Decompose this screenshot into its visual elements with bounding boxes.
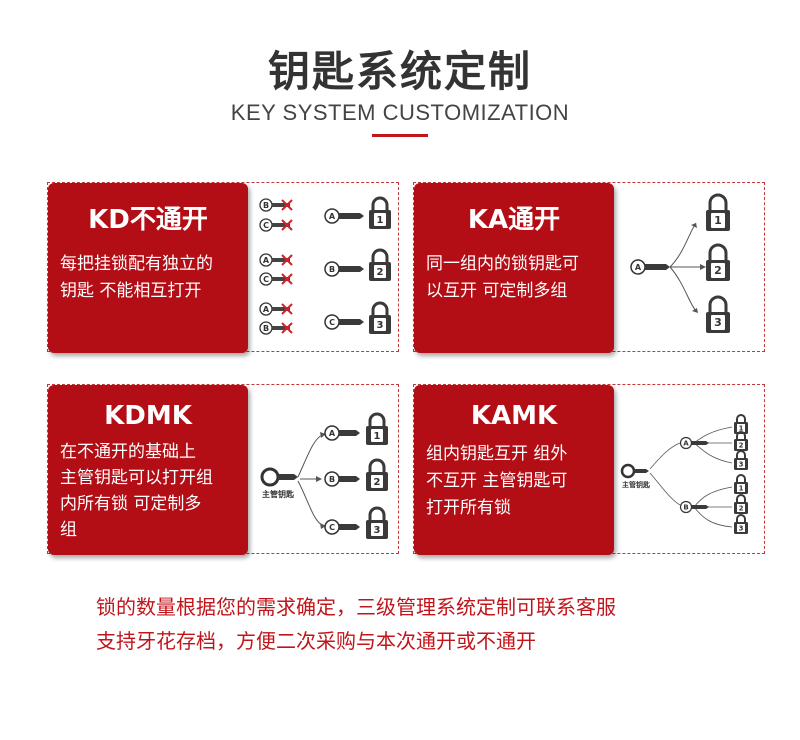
- kdmk-description: 在不通开的基础上 主管钥匙可以打开组 内所有锁 可定制多 组: [60, 442, 213, 540]
- svg-text:2: 2: [739, 442, 744, 450]
- svg-text:1: 1: [739, 485, 744, 493]
- svg-text:A: A: [329, 429, 336, 438]
- svg-text:A: A: [263, 305, 270, 314]
- kdmk-diagram: 主管钥匙 A 1: [260, 412, 388, 539]
- svg-text:A: A: [635, 263, 642, 272]
- lock-1-icon: 1: [734, 414, 748, 434]
- kamk-title: KAMK: [470, 401, 558, 431]
- footer-line-1: 锁的数量根据您的需求确定，三级管理系统定制可联系客服: [96, 595, 616, 619]
- master-key-label: 主管钥匙: [622, 480, 651, 489]
- card-kd: KD不通开 每把挂锁配有独立的 钥匙 不能相互打开 B C: [47, 182, 399, 353]
- lock-1-icon: 1: [369, 196, 391, 229]
- footer-note: 锁的数量根据您的需求确定，三级管理系统定制可联系客服 支持牙花存档，方便二次采购…: [96, 590, 776, 658]
- svg-text:C: C: [329, 318, 335, 327]
- svg-text:2: 2: [739, 505, 744, 513]
- key-c-icon: C: [324, 519, 360, 535]
- lock-3-icon: 3: [734, 450, 748, 470]
- svg-text:A: A: [683, 440, 689, 448]
- svg-text:2: 2: [374, 477, 381, 488]
- svg-text:B: B: [263, 201, 269, 210]
- crossed-key-a-icon: A: [259, 253, 293, 267]
- key-a-icon: A: [630, 259, 670, 275]
- lock-2-icon: 2: [734, 494, 748, 514]
- ka-description: 同一组内的锁钥匙可 以互开 可定制多组: [426, 254, 579, 301]
- key-a-icon: A: [324, 425, 360, 441]
- svg-text:B: B: [329, 475, 335, 484]
- card-ka: KA通开 同一组内的锁钥匙可 以互开 可定制多组 A: [413, 182, 765, 353]
- footer-line-2: 支持牙花存档，方便二次采购与本次通开或不通开: [96, 629, 536, 653]
- master-key-icon: 主管钥匙: [260, 467, 298, 499]
- key-a-icon: A: [324, 208, 364, 224]
- kdmk-panel: KDMK 在不通开的基础上 主管钥匙可以打开组 内所有锁 可定制多 组: [48, 385, 248, 555]
- lock-2-icon: 2: [366, 458, 388, 491]
- svg-text:3: 3: [739, 525, 744, 533]
- kdmk-title: KDMK: [104, 401, 192, 431]
- svg-text:2: 2: [377, 267, 384, 278]
- master-key-label: 主管钥匙: [262, 489, 295, 499]
- svg-text:C: C: [329, 523, 335, 532]
- key-a-icon: A: [679, 436, 709, 450]
- key-b-icon: B: [324, 261, 364, 277]
- key-b-icon: B: [679, 500, 709, 514]
- ka-title: KA通开: [467, 205, 561, 235]
- key-c-icon: C: [324, 314, 364, 330]
- kd-diagram: B C A 1: [259, 196, 391, 335]
- svg-text:B: B: [683, 504, 688, 512]
- lock-1-icon: 1: [366, 412, 388, 445]
- svg-text:1: 1: [714, 214, 722, 227]
- key-b-icon: B: [324, 471, 360, 487]
- svg-text:B: B: [329, 265, 335, 274]
- lock-1-icon: 1: [734, 474, 748, 494]
- svg-text:C: C: [263, 275, 269, 284]
- kamk-panel: KAMK 组内钥匙互开 组外 不互开 主管钥匙可 打开所有锁: [414, 385, 614, 555]
- svg-text:C: C: [263, 221, 269, 230]
- lock-2-icon: 2: [734, 431, 748, 451]
- kd-panel: KD不通开 每把挂锁配有独立的 钥匙 不能相互打开: [48, 183, 248, 353]
- svg-text:B: B: [263, 324, 269, 333]
- svg-text:2: 2: [714, 264, 722, 277]
- crossed-key-b-icon: B: [259, 198, 293, 212]
- svg-text:1: 1: [377, 215, 384, 226]
- ka-diagram: A 1 2: [630, 193, 730, 333]
- svg-text:1: 1: [739, 425, 744, 433]
- crossed-key-c-icon: C: [259, 218, 293, 232]
- svg-text:3: 3: [374, 525, 381, 536]
- page-subtitle: KEY SYSTEM CUSTOMIZATION: [230, 100, 570, 125]
- svg-text:3: 3: [714, 316, 722, 329]
- crossed-key-b-icon: B: [259, 321, 293, 335]
- svg-text:1: 1: [374, 431, 381, 442]
- crossed-key-c-icon: C: [259, 272, 293, 286]
- branch-arrows: [669, 222, 702, 312]
- crossed-key-a-icon: A: [259, 302, 293, 316]
- card-kdmk: KDMK 在不通开的基础上 主管钥匙可以打开组 内所有锁 可定制多 组 主管钥匙: [47, 384, 399, 555]
- kd-description: 每把挂锁配有独立的 钥匙 不能相互打开: [60, 254, 213, 301]
- lock-3-icon: 3: [369, 301, 391, 334]
- page-title: 钥匙系统定制: [267, 47, 532, 96]
- title-underline: [372, 134, 428, 137]
- lock-3-icon: 3: [734, 514, 748, 534]
- ka-panel: KA通开 同一组内的锁钥匙可 以互开 可定制多组: [414, 183, 614, 353]
- lock-3-icon: 3: [366, 506, 388, 539]
- kamk-diagram: 主管钥匙 A B: [620, 414, 748, 534]
- lock-3-icon: 3: [706, 295, 730, 333]
- lock-2-icon: 2: [369, 248, 391, 281]
- lock-2-icon: 2: [706, 243, 730, 281]
- svg-text:A: A: [263, 256, 270, 265]
- kamk-description: 组内钥匙互开 组外 不互开 主管钥匙可 打开所有锁: [426, 444, 568, 518]
- card-kamk: KAMK 组内钥匙互开 组外 不互开 主管钥匙可 打开所有锁 主管钥匙: [413, 384, 765, 555]
- svg-text:A: A: [329, 212, 336, 221]
- master-key-icon: 主管钥匙: [620, 463, 651, 489]
- lock-1-icon: 1: [706, 193, 730, 231]
- kd-title: KD不通开: [88, 205, 208, 235]
- svg-text:3: 3: [739, 461, 744, 469]
- svg-text:3: 3: [377, 320, 384, 331]
